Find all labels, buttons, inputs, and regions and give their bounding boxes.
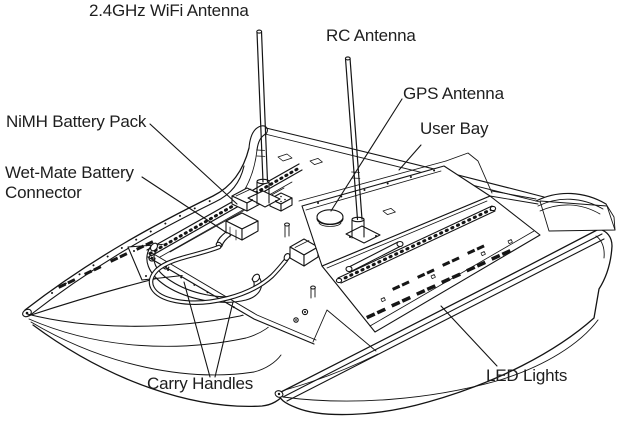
carry-handle-right: [345, 240, 404, 273]
label-led-lights: LED Lights: [486, 366, 568, 385]
leader-carry-handle-1: [183, 281, 211, 378]
label-carry-handles: Carry Handles: [147, 374, 254, 393]
leader-gps-antenna: [330, 98, 403, 212]
led-panel: [321, 195, 541, 333]
led-light-slots: [366, 244, 511, 320]
label-nimh-battery: NiMH Battery Pack: [6, 112, 147, 131]
leader-nimh-battery: [149, 123, 238, 205]
label-user-bay: User Bay: [420, 119, 489, 138]
gps-antenna-puck: [316, 209, 344, 227]
deck-bolts: [284, 222, 316, 323]
rc-antenna-mast: [344, 56, 381, 244]
leader-led-lights: [440, 305, 498, 367]
right-hull: [274, 152, 616, 416]
label-rc-antenna: RC Antenna: [326, 26, 416, 45]
label-gps-antenna: GPS Antenna: [403, 84, 504, 103]
leader-lines: [141, 98, 498, 378]
leader-user-bay: [398, 144, 422, 171]
leader-wet-mate-connector: [141, 176, 228, 234]
label-wifi-antenna: 2.4GHz WiFi Antenna: [89, 1, 249, 20]
deck-rail: [335, 205, 497, 284]
leader-carry-handle-2: [214, 301, 234, 378]
label-wet-mate-connector: Wet-Mate Battery Connector: [5, 163, 134, 202]
battery-cable: [148, 244, 289, 305]
deck-plug-connector: [283, 238, 319, 267]
wet-mate-battery-connector: [215, 212, 259, 249]
left-hull-led-slots: [58, 240, 154, 289]
stern-deck-panel: [489, 190, 616, 232]
wifi-antenna-mast: [247, 29, 281, 208]
left-bow-cap: [22, 308, 32, 318]
